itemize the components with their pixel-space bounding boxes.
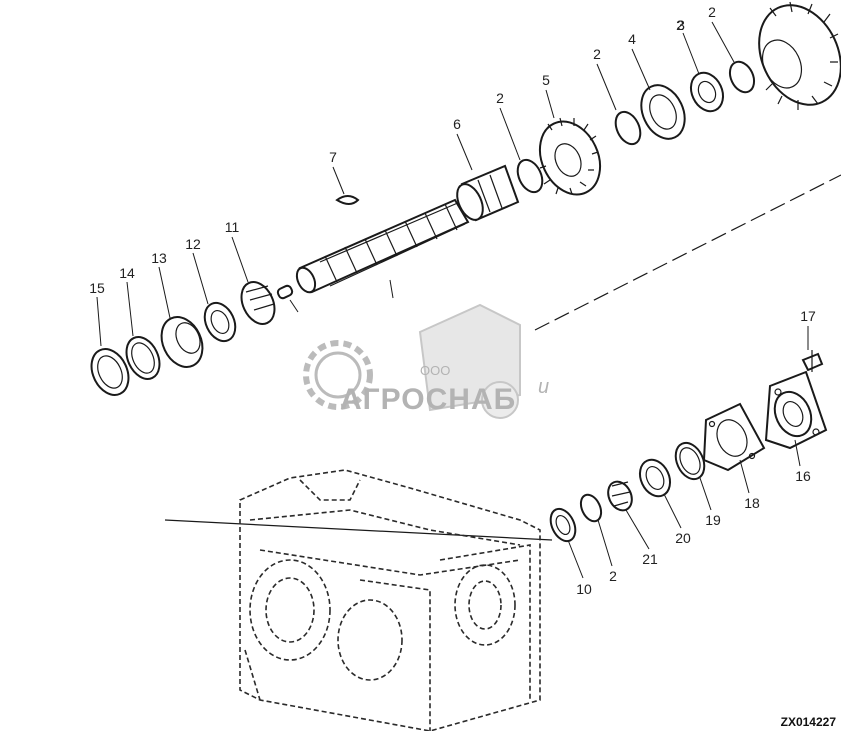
figure-id: ZX014227 [781,715,837,729]
o-ring-14 [125,336,161,380]
upper-shaft-assembly [90,1,841,396]
part-label-4: 4 [628,31,636,47]
part-label-10: 10 [576,581,592,597]
part-label-18: 18 [744,495,760,511]
main-shaft [289,198,470,313]
part-label-15: 15 [89,280,105,296]
part-label-2: 2 [708,4,716,20]
woodruff-key-7 [335,195,360,205]
bushing-6 [456,164,520,222]
part-label-2: 2 [496,90,504,106]
snap-ring-2-b [614,110,642,146]
part-label-16: 16 [795,468,811,484]
upper-leader-lines [96,21,735,347]
seal-10 [549,507,577,543]
bearing-race-12 [203,301,237,343]
gear-5 [538,117,602,196]
part-labels: 2 2 3 4 2 5 2 6 7 11 12 13 14 15 17 16 1… [89,4,816,597]
snap-ring-2-a [516,158,544,194]
pilot-pin [276,284,294,300]
snap-ring-2-d [579,493,603,523]
part-label-13: 13 [151,250,167,266]
part-label-7: 7 [329,149,337,165]
snap-ring-15 [90,348,130,396]
axis-lines [164,174,841,541]
large-gear [758,1,841,110]
bolt-17 [801,350,824,372]
cone-bearing-11 [240,281,276,325]
part-label-2: 2 [609,568,617,584]
watermark-company-name: АГРОСНАБ [340,383,516,416]
part-label-6: 6 [453,116,461,132]
part-label-19: 19 [705,512,721,528]
part-label-2: 2 [593,46,601,62]
transmission-housing-outline [239,469,541,731]
bearing-cup-13 [160,316,204,368]
company-watermark: ООО АГРОСНАБ и [303,303,550,419]
snap-ring-2-c [728,60,756,94]
lower-leader-lines [567,326,809,579]
gasket-18 [702,402,766,472]
part-label-14: 14 [119,265,135,281]
bearing-20 [638,458,672,498]
part-label-21: 21 [642,551,658,567]
combine-harvester-icon [418,303,521,419]
hub-3 [689,71,725,113]
part-label-2: 2 [676,17,684,33]
lower-cover-assembly [549,350,828,543]
cover-16 [764,370,828,450]
gear-logo-icon [303,340,373,410]
part-label-17: 17 [800,308,816,324]
part-label-12: 12 [185,236,201,252]
shift-collar-4 [640,84,686,140]
small-gear-21 [607,480,633,512]
watermark-prefix: ООО [420,363,450,378]
part-label-11: 11 [225,219,240,235]
o-ring-19 [674,441,706,481]
watermark-suffix: и [538,376,550,398]
part-label-20: 20 [675,530,691,546]
part-label-3: 3 [677,17,685,33]
part-label-5: 5 [542,72,550,88]
